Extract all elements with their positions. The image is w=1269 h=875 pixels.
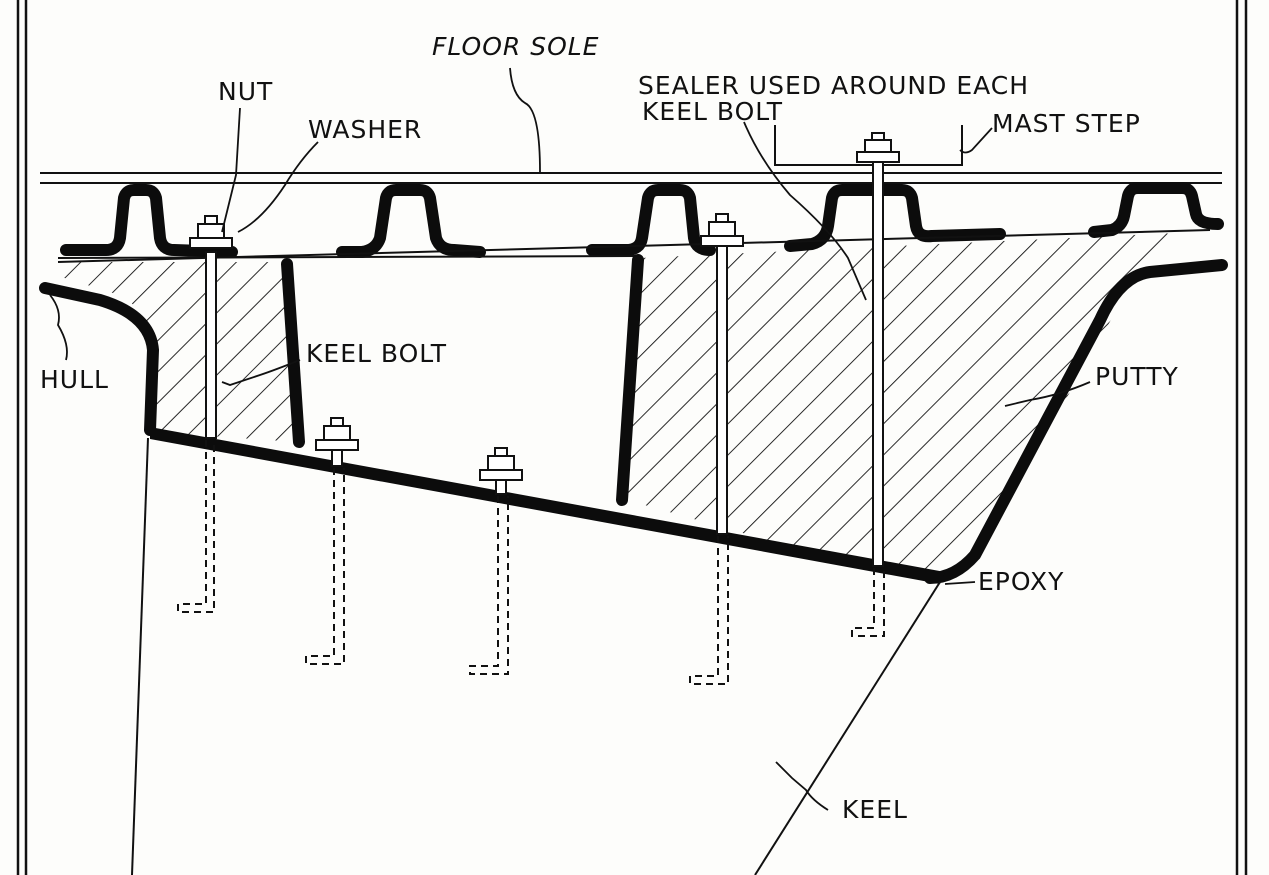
label-sealer-line1: SEALER USED AROUND EACH (638, 71, 1029, 100)
epoxy-bed (150, 427, 945, 584)
label-mast-step: MAST STEP (992, 109, 1141, 138)
label-epoxy: EPOXY (978, 567, 1064, 596)
keel-outline (131, 437, 941, 875)
nut-washer-5 (856, 132, 900, 163)
keel-bolt-5 (872, 161, 884, 567)
label-nut: NUT (218, 77, 273, 106)
putty-fill (58, 232, 1198, 580)
nut-washer-1 (189, 215, 233, 249)
label-putty: PUTTY (1095, 362, 1179, 391)
label-sealer-line2: KEEL BOLT (642, 97, 783, 126)
nut-washer-4 (700, 213, 744, 247)
label-keel-bolt: KEEL BOLT (306, 339, 447, 368)
nut-washer-2 (315, 417, 359, 451)
mast-step (774, 125, 963, 166)
leader-lines (49, 67, 1091, 811)
label-hull: HULL (40, 365, 109, 394)
nuts-and-washers (189, 132, 900, 481)
keel-bolt-4 (716, 245, 728, 535)
labels: FLOOR SOLE NUT WASHER SEALER USED AROUND… (40, 32, 1179, 824)
label-keel: KEEL (842, 795, 908, 824)
hidden-bolt-extensions (177, 440, 885, 685)
label-washer: WASHER (308, 115, 422, 144)
page-frame (16, 0, 1248, 875)
floor-sole (40, 172, 1222, 184)
frame-baseline (57, 229, 1211, 263)
label-floor-sole: FLOOR SOLE (432, 32, 599, 61)
nut-washer-3 (479, 447, 523, 481)
keel-bolt-1 (205, 251, 217, 439)
floor-webs (281, 254, 644, 506)
hull-shell (39, 259, 1228, 584)
